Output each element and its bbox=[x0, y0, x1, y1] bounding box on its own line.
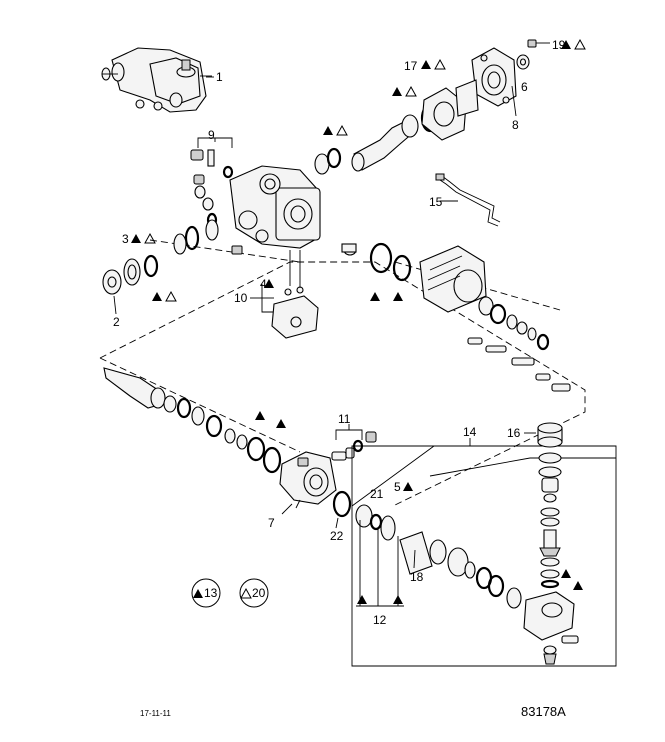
callout-4: 4 bbox=[260, 277, 267, 291]
valve-block-10 bbox=[261, 250, 319, 339]
legend-outline-20: 20 bbox=[239, 578, 269, 608]
cap-16 bbox=[537, 422, 563, 448]
filled-triangle-icon bbox=[193, 589, 203, 598]
callout-6: 6 bbox=[521, 80, 528, 94]
outline-triangle-icon bbox=[240, 588, 252, 599]
nut-and-bolt bbox=[516, 39, 550, 70]
housing-7 bbox=[279, 451, 337, 509]
callout-21: 21 bbox=[370, 487, 384, 501]
callout-18: 18 bbox=[410, 570, 424, 584]
callout-3: 3 bbox=[122, 232, 129, 246]
callout-5: 5 bbox=[394, 480, 401, 494]
vertical-valve-stack bbox=[538, 452, 562, 589]
callout-11: 11 bbox=[338, 412, 351, 426]
main-shaft bbox=[103, 367, 282, 474]
callout-12: 12 bbox=[373, 613, 387, 627]
callout-labels: 1 2 3 4 5 6 7 8 9 10 11 12 14 15 16 17 1… bbox=[113, 38, 566, 627]
bracket-15 bbox=[435, 173, 501, 227]
callout-7: 7 bbox=[268, 516, 275, 530]
subassembly-box-14 bbox=[351, 438, 617, 667]
callout-22: 22 bbox=[330, 529, 344, 543]
screw-set-9 bbox=[190, 137, 234, 228]
callout-17: 17 bbox=[404, 59, 418, 73]
lower-housing bbox=[523, 591, 579, 665]
legend-filled-label: 13 bbox=[204, 586, 218, 600]
bolt-set-11 bbox=[331, 424, 377, 461]
footer-date: 17-11-11 bbox=[140, 709, 171, 718]
figure-code: 83178A bbox=[521, 704, 566, 719]
pump-body bbox=[229, 165, 321, 249]
seal-stack-left bbox=[102, 219, 243, 295]
callout-10: 10 bbox=[234, 291, 248, 305]
upper-dashed-outline bbox=[99, 261, 586, 506]
callout-19: 19 bbox=[552, 38, 566, 52]
callout-2: 2 bbox=[113, 315, 120, 329]
bracket-12 bbox=[356, 520, 404, 607]
pump-assembly-1 bbox=[101, 47, 212, 113]
legend-outline-label: 20 bbox=[252, 586, 266, 600]
callout-14: 14 bbox=[463, 425, 477, 439]
callout-16: 16 bbox=[507, 426, 521, 440]
callout-1: 1 bbox=[216, 70, 223, 84]
filter-cylinder-group bbox=[341, 242, 550, 351]
leader-lines bbox=[113, 76, 536, 569]
callout-8: 8 bbox=[512, 118, 519, 132]
cover-plate-8 bbox=[421, 47, 517, 141]
legend-filled-13: 13 bbox=[191, 578, 221, 608]
callout-15: 15 bbox=[429, 195, 443, 209]
o-ring-22 bbox=[332, 490, 352, 518]
drive-shaft-upper bbox=[314, 103, 440, 175]
piston-group-18 bbox=[355, 504, 522, 609]
spring-pins bbox=[467, 337, 571, 392]
callout-9: 9 bbox=[208, 128, 215, 142]
